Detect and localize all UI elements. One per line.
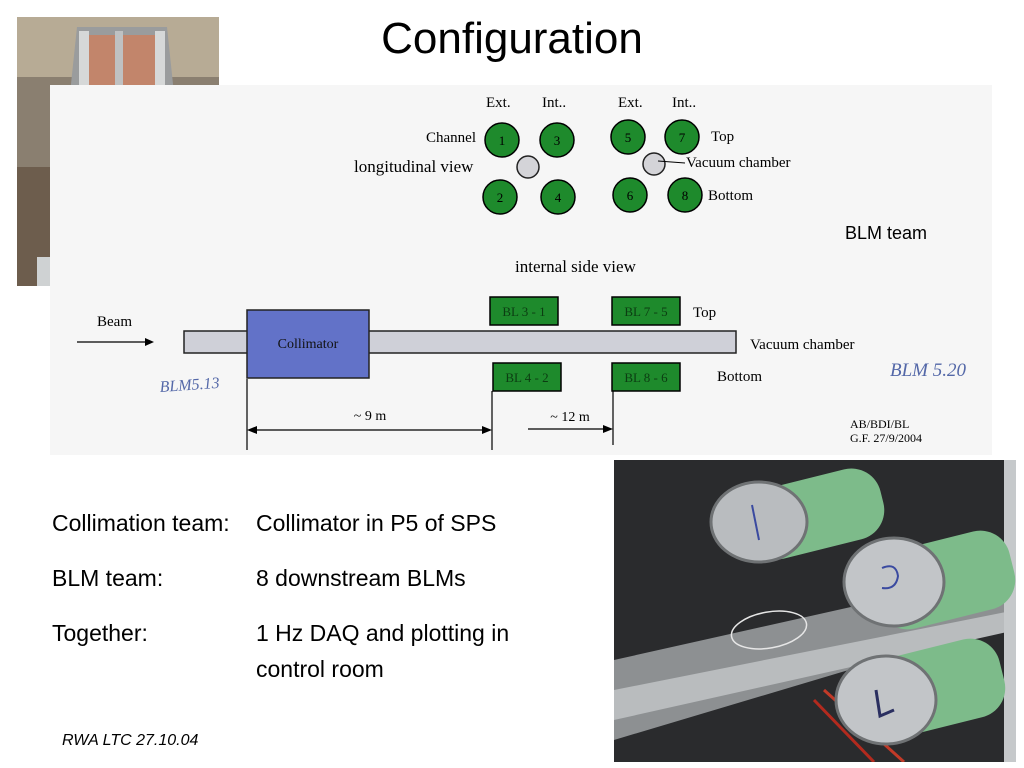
distance-12m: ~ 12 m [550,410,590,425]
info-label: Collimation team: [52,510,230,536]
beam-label: Beam [97,314,132,330]
info-value: 1 Hz DAQ and plotting in control room [256,620,510,682]
channel-7-number: 7 [679,130,686,145]
channel-4-number: 4 [555,190,562,205]
col-label-int-1: Int.. [542,95,566,111]
blm-detectors-photo [614,460,1016,762]
handwritten-blm5-20: BLM 5.20 [890,360,967,381]
long-vacuum-label: Vacuum chamber [686,155,791,171]
collimator-label: Collimator [278,337,339,352]
channel-3-circle: 3 [539,122,575,158]
channel-6-circle: 6 [612,177,648,213]
channel-8-number: 8 [682,188,689,203]
channel-3-number: 3 [554,133,561,148]
channel-label: Channel [426,130,476,146]
handwritten-blm5-13: BLM5.13 [159,375,220,396]
diagram-credit-date: G.F. 27/9/2004 [850,431,922,445]
blm-box-bl3-1 [489,296,559,326]
channel-2-circle: 2 [482,179,518,215]
channel-5-circle: 5 [610,119,646,155]
channel-6-number: 6 [627,188,634,203]
team-info-list: Collimation team: Collimator in P5 of SP… [52,505,556,706]
configuration-diagram: Ext. Int.. Ext. Int.. Channel longitudin… [50,85,992,455]
blm-box-bl8-6 [611,362,681,392]
channel-4-circle: 4 [540,179,576,215]
blm-box-bl3-1-label: BL 3 - 1 [502,304,545,319]
slide-footer: RWA LTC 27.10.04 [62,732,199,749]
longitudinal-view-label: longitudinal view [354,157,474,176]
long-top-label: Top [711,129,734,145]
collimator-box [246,309,370,379]
info-label: Together: [52,620,148,646]
slide-title: Configuration [381,14,643,63]
side-vacuum-label: Vacuum chamber [750,337,855,353]
channel-7-circle: 7 [664,119,700,155]
info-value: Collimator in P5 of SPS [256,510,497,536]
channel-1-circle: 1 [484,122,520,158]
info-label: BLM team: [52,565,164,591]
info-row-blm: BLM team: 8 downstream BLMs [52,560,556,596]
vacuum-chamber-circle-left [516,155,540,179]
side-bottom-label: Bottom [717,369,762,385]
channel-1-number: 1 [499,133,506,148]
blm-box-bl7-5 [611,296,681,326]
vacuum-chamber-circle-right [642,152,666,176]
blm-box-bl8-6-label: BL 8 - 6 [624,370,668,385]
col-label-ext-2: Ext. [618,95,643,111]
channel-8-circle: 8 [667,177,703,213]
blm-detectors-illustration [614,460,1016,762]
blm-box-bl4-2 [492,362,562,392]
col-label-int-2: Int.. [672,95,696,111]
info-row-collimation: Collimation team: Collimator in P5 of SP… [52,505,556,541]
channel-2-number: 2 [497,190,504,205]
blm-team-note: BLM team [845,223,928,243]
col-label-ext-1: Ext. [486,95,511,111]
channel-5-number: 5 [625,130,632,145]
distance-9m: ~ 9 m [354,409,387,424]
long-bottom-label: Bottom [708,188,753,204]
info-row-together: Together: 1 Hz DAQ and plotting in contr… [52,615,556,687]
side-top-label: Top [693,305,716,321]
blm-box-bl4-2-label: BL 4 - 2 [505,370,548,385]
blm-box-bl7-5-label: BL 7 - 5 [624,304,667,319]
side-view-label: internal side view [515,257,637,276]
info-value: 8 downstream BLMs [256,565,466,591]
diagram-credit-group: AB/BDI/BL [850,417,909,431]
